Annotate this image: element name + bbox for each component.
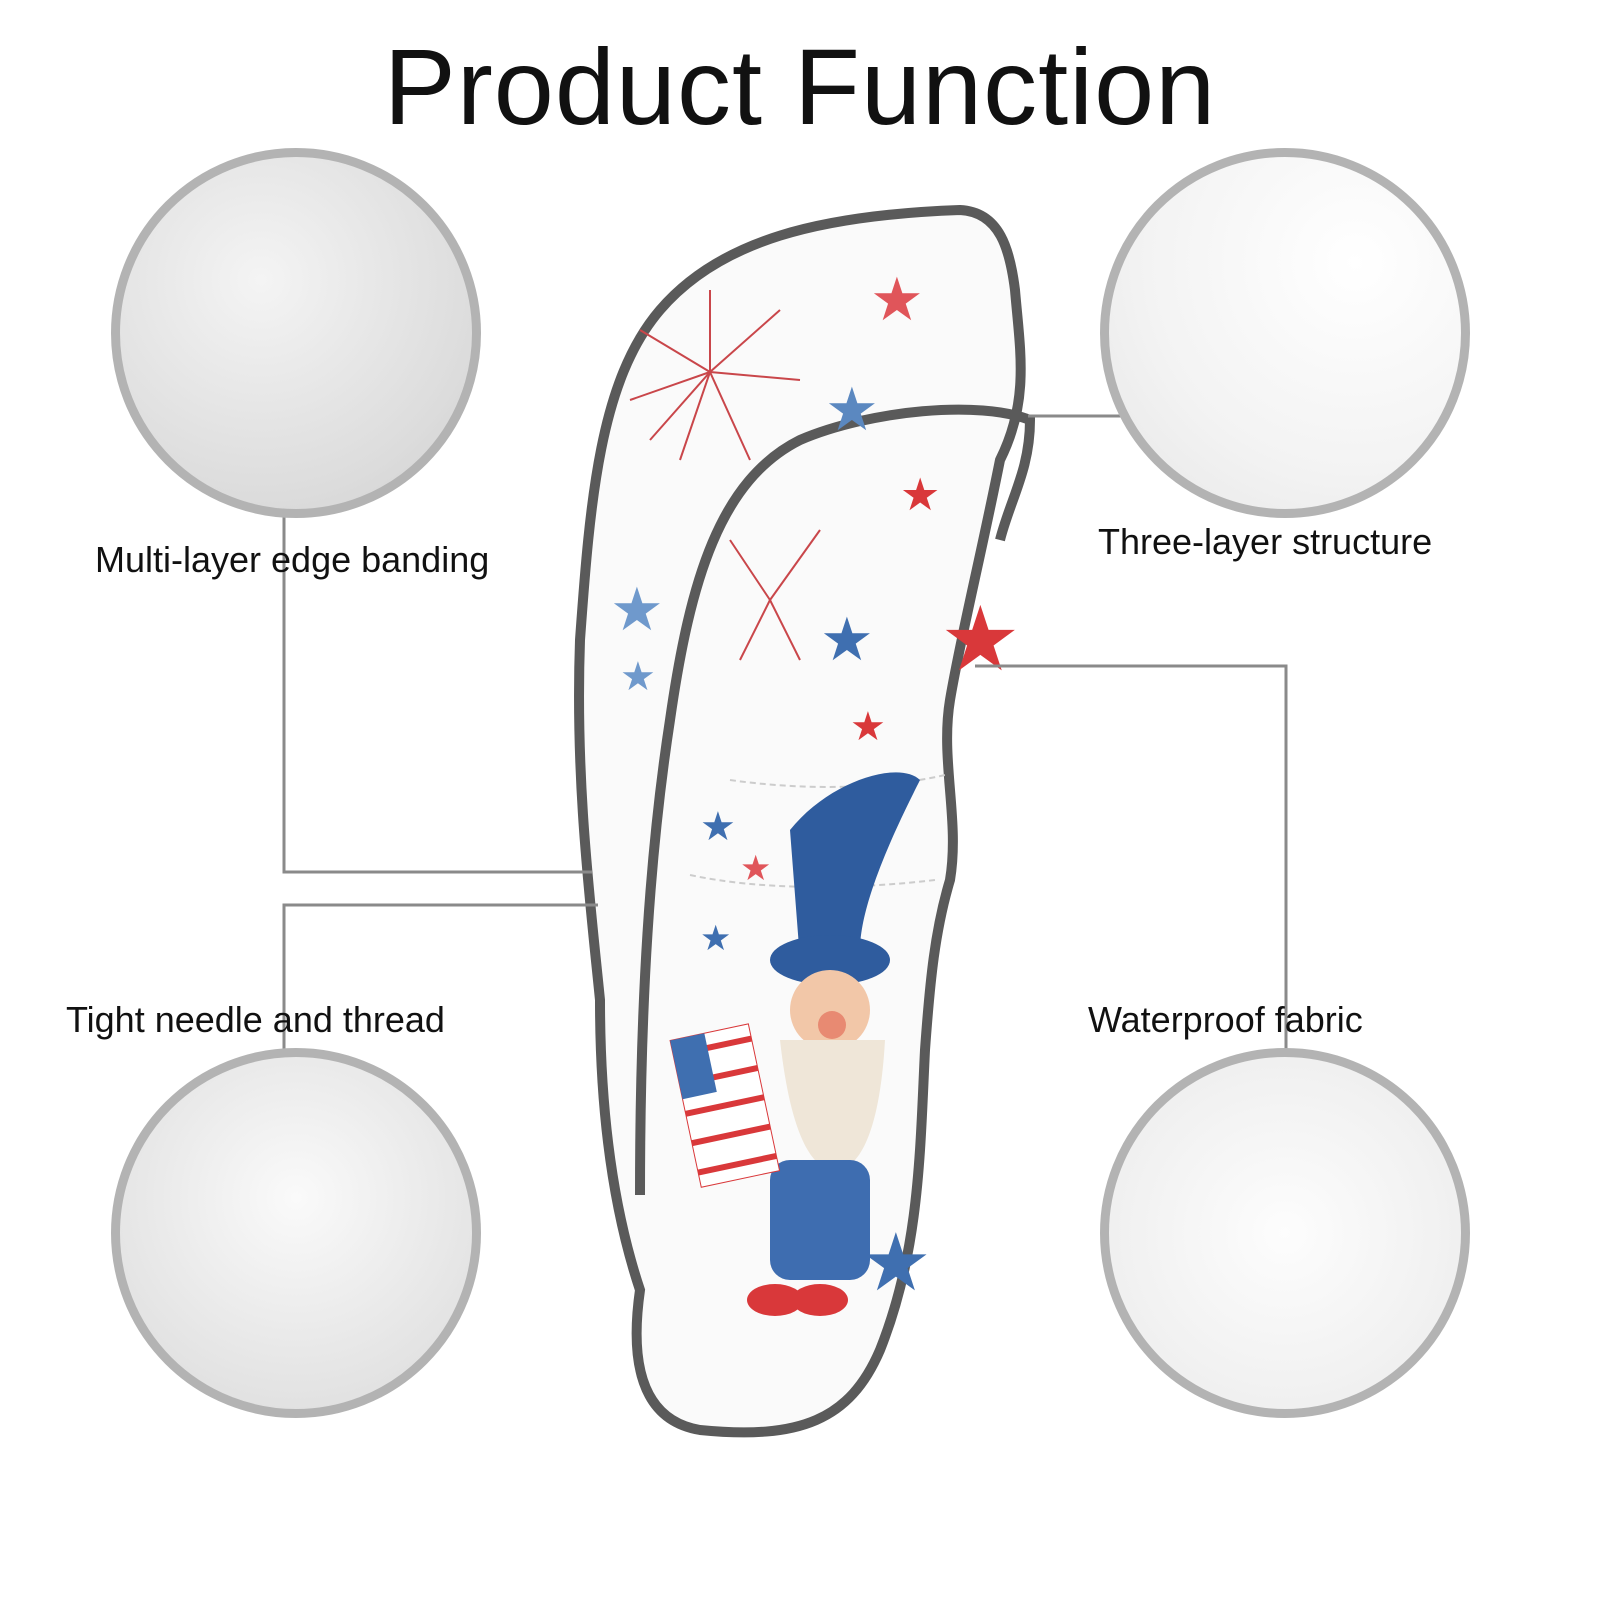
svg-text:★: ★ [610, 575, 664, 645]
waterproof-detail-image [1100, 1048, 1470, 1418]
svg-text:★: ★ [900, 468, 940, 521]
svg-text:★: ★ [700, 919, 731, 959]
svg-text:★: ★ [740, 849, 771, 889]
svg-text:★: ★ [860, 1216, 932, 1309]
feature-label-three-layer: Three-layer structure [1098, 521, 1433, 562]
leader-lines [282, 414, 1288, 1054]
svg-text:★: ★ [620, 654, 656, 700]
page-title: Product Function [383, 26, 1217, 147]
stitching-detail-image [111, 1048, 481, 1418]
three-layer-detail-image [1100, 148, 1470, 518]
svg-text:★: ★ [850, 704, 886, 750]
feature-label-stitching: Tight needle and thread [66, 999, 445, 1040]
svg-text:★: ★ [825, 375, 879, 445]
flag [669, 1023, 781, 1188]
svg-text:★: ★ [940, 587, 1021, 692]
headcover: ★ ★ ★ ★ ★ ★ ★ ★ ★ ★ ★ ★ [574, 204, 1036, 1438]
svg-text:★: ★ [700, 804, 736, 850]
svg-text:★: ★ [870, 265, 924, 335]
edge-banding-detail-image [111, 148, 481, 518]
feature-label-edge-banding: Multi-layer edge banding [95, 539, 490, 580]
feature-label-waterproof: Waterproof fabric [1088, 999, 1363, 1040]
svg-text:★: ★ [820, 605, 874, 675]
